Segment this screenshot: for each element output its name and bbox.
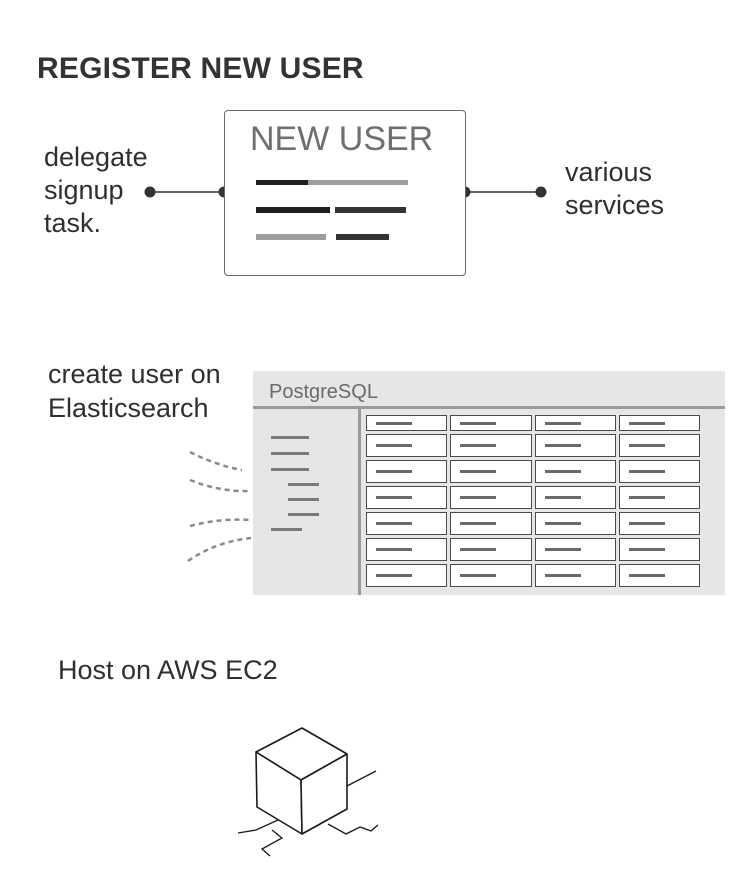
- cell-placeholder-line: [628, 421, 665, 425]
- cell-placeholder-line: [460, 421, 497, 425]
- table-cell: [366, 512, 448, 535]
- cell-placeholder-line: [376, 470, 412, 473]
- tree-line: [288, 498, 319, 501]
- table-cell: [618, 460, 700, 483]
- tree-line: [288, 483, 319, 486]
- table-cell: [618, 512, 700, 535]
- create-user-label-line: Elasticsearch: [48, 393, 209, 423]
- tree-line: [271, 436, 309, 439]
- table-cell: [534, 486, 616, 509]
- table-cell: [366, 564, 448, 587]
- card-bar: [256, 207, 330, 213]
- table-cell: [618, 434, 700, 457]
- tree-line: [288, 513, 319, 516]
- signal-curve-1: [189, 450, 243, 472]
- cell-placeholder-line: [544, 522, 581, 525]
- table-cell: [534, 512, 616, 535]
- cell-placeholder-line: [544, 421, 581, 425]
- cell-placeholder-line: [628, 444, 665, 447]
- cell-placeholder-line: [376, 522, 412, 525]
- cell-placeholder-line: [376, 444, 412, 447]
- cell-placeholder-line: [628, 548, 665, 551]
- table-cell: [366, 415, 448, 431]
- cell-placeholder-line: [376, 421, 412, 425]
- card-title: NEW USER: [250, 120, 434, 158]
- page-title: REGISTER NEW USER: [37, 52, 364, 85]
- card-bar: [335, 207, 406, 213]
- database-table: [366, 415, 700, 587]
- table-cell: [450, 415, 532, 431]
- new-user-card: [224, 110, 466, 276]
- cell-placeholder-line: [460, 574, 497, 577]
- table-cell: [366, 460, 448, 483]
- card-bar: [336, 234, 389, 240]
- table-cell: [450, 538, 532, 561]
- table-cell: [450, 512, 532, 535]
- table-cell: [366, 434, 448, 457]
- create-user-label-line: create user on: [48, 359, 221, 389]
- tree-line: [271, 452, 309, 455]
- tree-line: [271, 528, 302, 531]
- table-cell: [534, 415, 616, 431]
- signal-curve-2: [189, 478, 251, 493]
- cell-placeholder-line: [628, 522, 665, 525]
- cell-placeholder-line: [460, 444, 497, 447]
- cell-placeholder-line: [460, 548, 497, 551]
- card-bar: [308, 180, 408, 185]
- card-bar: [256, 234, 326, 240]
- delegate-label-line: delegate: [44, 142, 148, 172]
- table-cell: [450, 460, 532, 483]
- card-bars-row-1: [256, 180, 408, 185]
- delegate-label-line: signup: [44, 175, 124, 205]
- table-cell: [618, 538, 700, 561]
- cell-placeholder-line: [376, 496, 412, 499]
- left-connector-dot-outer: [144, 186, 156, 198]
- cell-placeholder-line: [544, 548, 581, 551]
- card-bars-row-3: [256, 234, 390, 240]
- cell-placeholder-line: [544, 496, 581, 499]
- table-cell: [450, 486, 532, 509]
- cell-placeholder-line: [544, 470, 581, 473]
- table-cell: [450, 434, 532, 457]
- table-cell: [534, 434, 616, 457]
- cell-placeholder-line: [460, 470, 497, 473]
- card-bar: [256, 180, 308, 185]
- table-cell: [534, 538, 616, 561]
- card-bars-row-2: [256, 207, 406, 213]
- cell-placeholder-line: [544, 444, 581, 447]
- services-label: various services: [565, 156, 664, 222]
- cell-placeholder-line: [628, 496, 665, 499]
- create-user-label: create user on Elasticsearch: [48, 357, 221, 425]
- services-label-line: various: [565, 157, 653, 187]
- table-cell: [618, 415, 700, 431]
- cell-placeholder-line: [460, 522, 497, 525]
- signal-curve-3: [189, 518, 251, 528]
- cell-placeholder-line: [628, 470, 665, 473]
- table-cell: [366, 486, 448, 509]
- tree-line: [271, 468, 309, 471]
- cell-placeholder-line: [544, 574, 581, 577]
- cell-placeholder-line: [376, 548, 412, 551]
- database-divider: [358, 409, 361, 595]
- table-cell: [450, 564, 532, 587]
- host-label: Host on AWS EC2: [58, 655, 278, 685]
- table-cell: [618, 564, 700, 587]
- cell-placeholder-line: [460, 496, 497, 499]
- cell-placeholder-line: [376, 574, 412, 577]
- table-cell: [534, 460, 616, 483]
- database-header: [253, 371, 725, 409]
- table-cell: [366, 538, 448, 561]
- cell-placeholder-line: [628, 574, 665, 577]
- delegate-label: delegate signup task.: [44, 141, 148, 240]
- services-label-line: services: [565, 190, 665, 220]
- table-cell: [534, 564, 616, 587]
- delegate-label-line: task.: [44, 208, 102, 238]
- table-cell: [618, 486, 700, 509]
- right-connector-dot-outer: [535, 186, 547, 198]
- database-label: PostgreSQL: [269, 381, 378, 403]
